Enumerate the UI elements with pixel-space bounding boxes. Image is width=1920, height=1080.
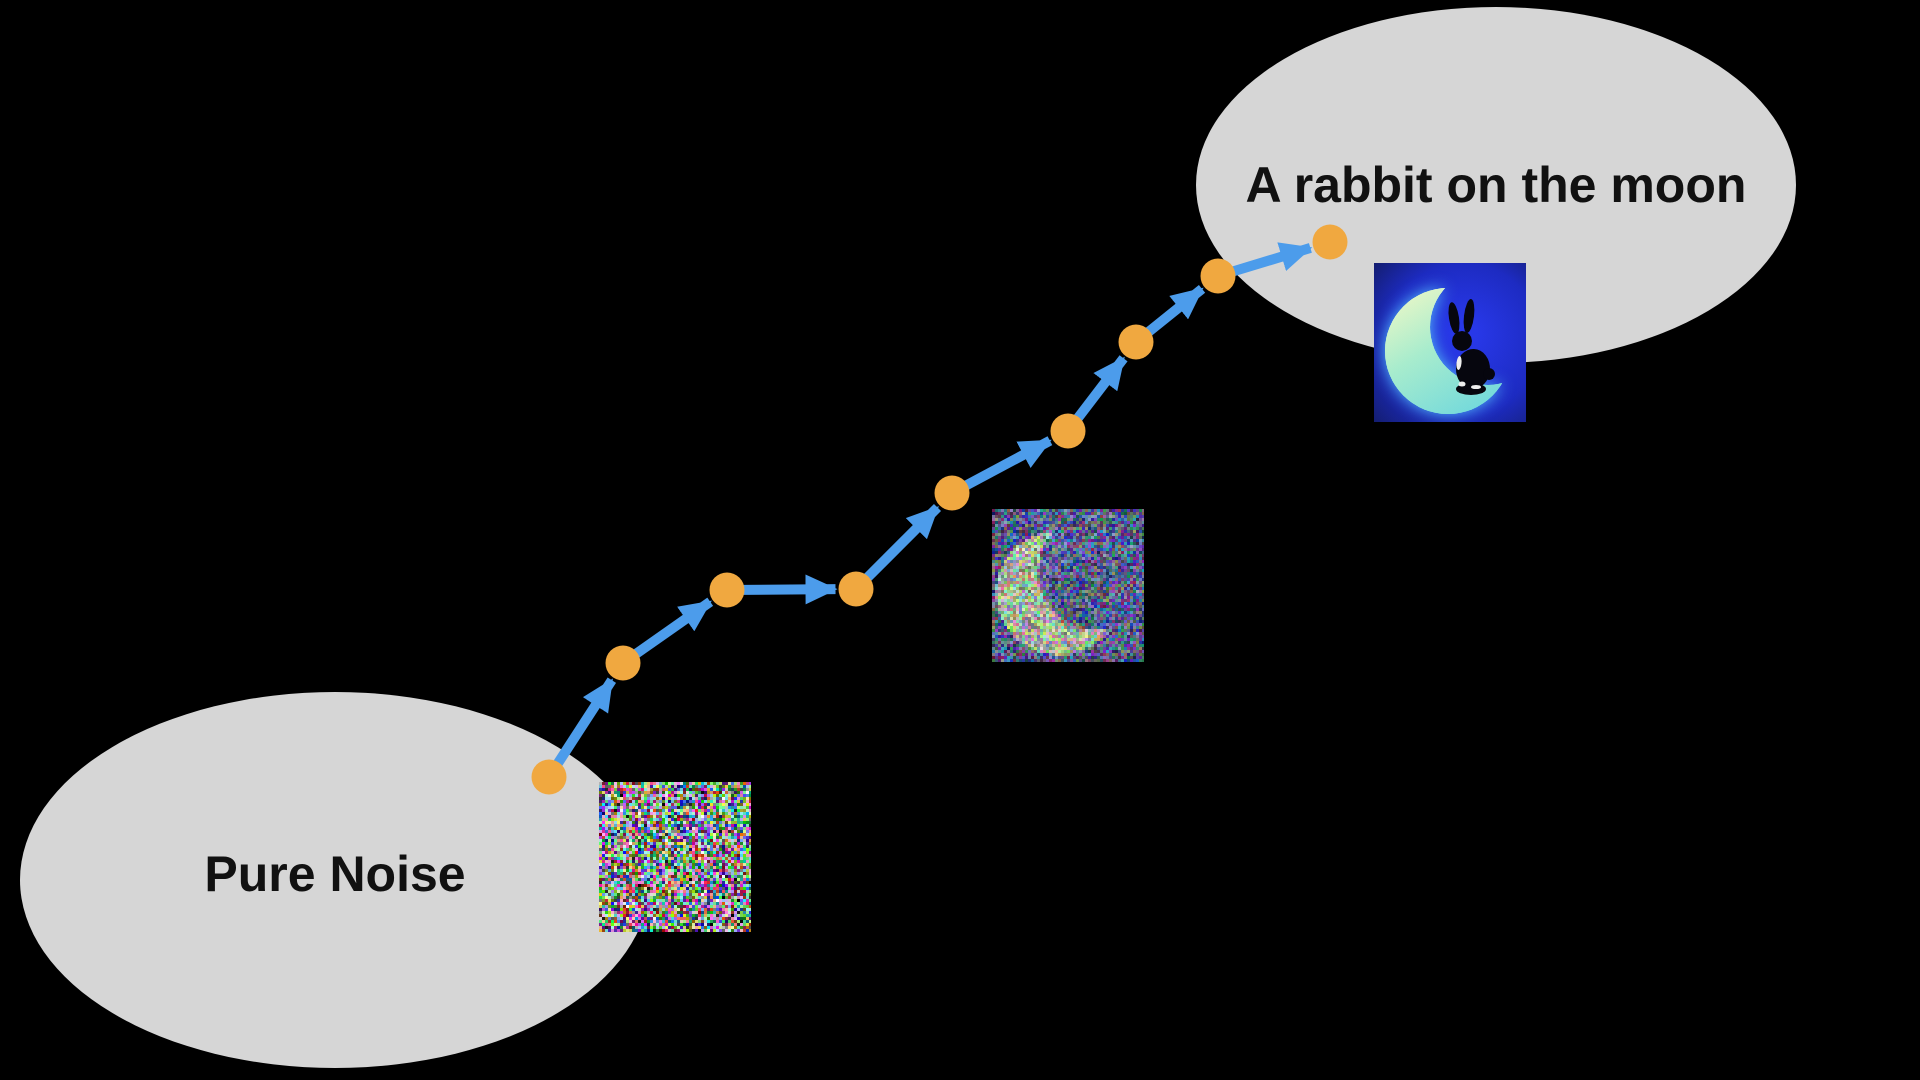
latent-state-dot xyxy=(1050,413,1086,449)
latent-state-dot xyxy=(1118,324,1154,360)
denoising-step-arrow xyxy=(726,574,838,605)
latent-state-dot xyxy=(934,475,970,511)
pure-noise-label: Pure Noise xyxy=(204,846,466,902)
denoising-step-arrow xyxy=(852,503,942,593)
latent-state-dot xyxy=(605,645,641,681)
denoising-step-arrow xyxy=(620,597,714,668)
pure-noise-image xyxy=(599,782,751,932)
pure-noise-ellipse: Pure Noise xyxy=(20,692,650,1068)
latent-state-dot xyxy=(838,571,874,607)
noisy-moon-image xyxy=(992,509,1144,662)
target-prompt-label: A rabbit on the moon xyxy=(1245,157,1747,213)
denoising-step-arrow xyxy=(949,436,1053,498)
latent-state-dot xyxy=(531,759,567,795)
latent-state-dot xyxy=(1200,258,1236,294)
latent-state-dot xyxy=(709,572,745,608)
rabbit-moon-image xyxy=(1374,263,1526,422)
denoising-step-arrow xyxy=(544,677,617,780)
latent-state-dot xyxy=(1312,224,1348,260)
